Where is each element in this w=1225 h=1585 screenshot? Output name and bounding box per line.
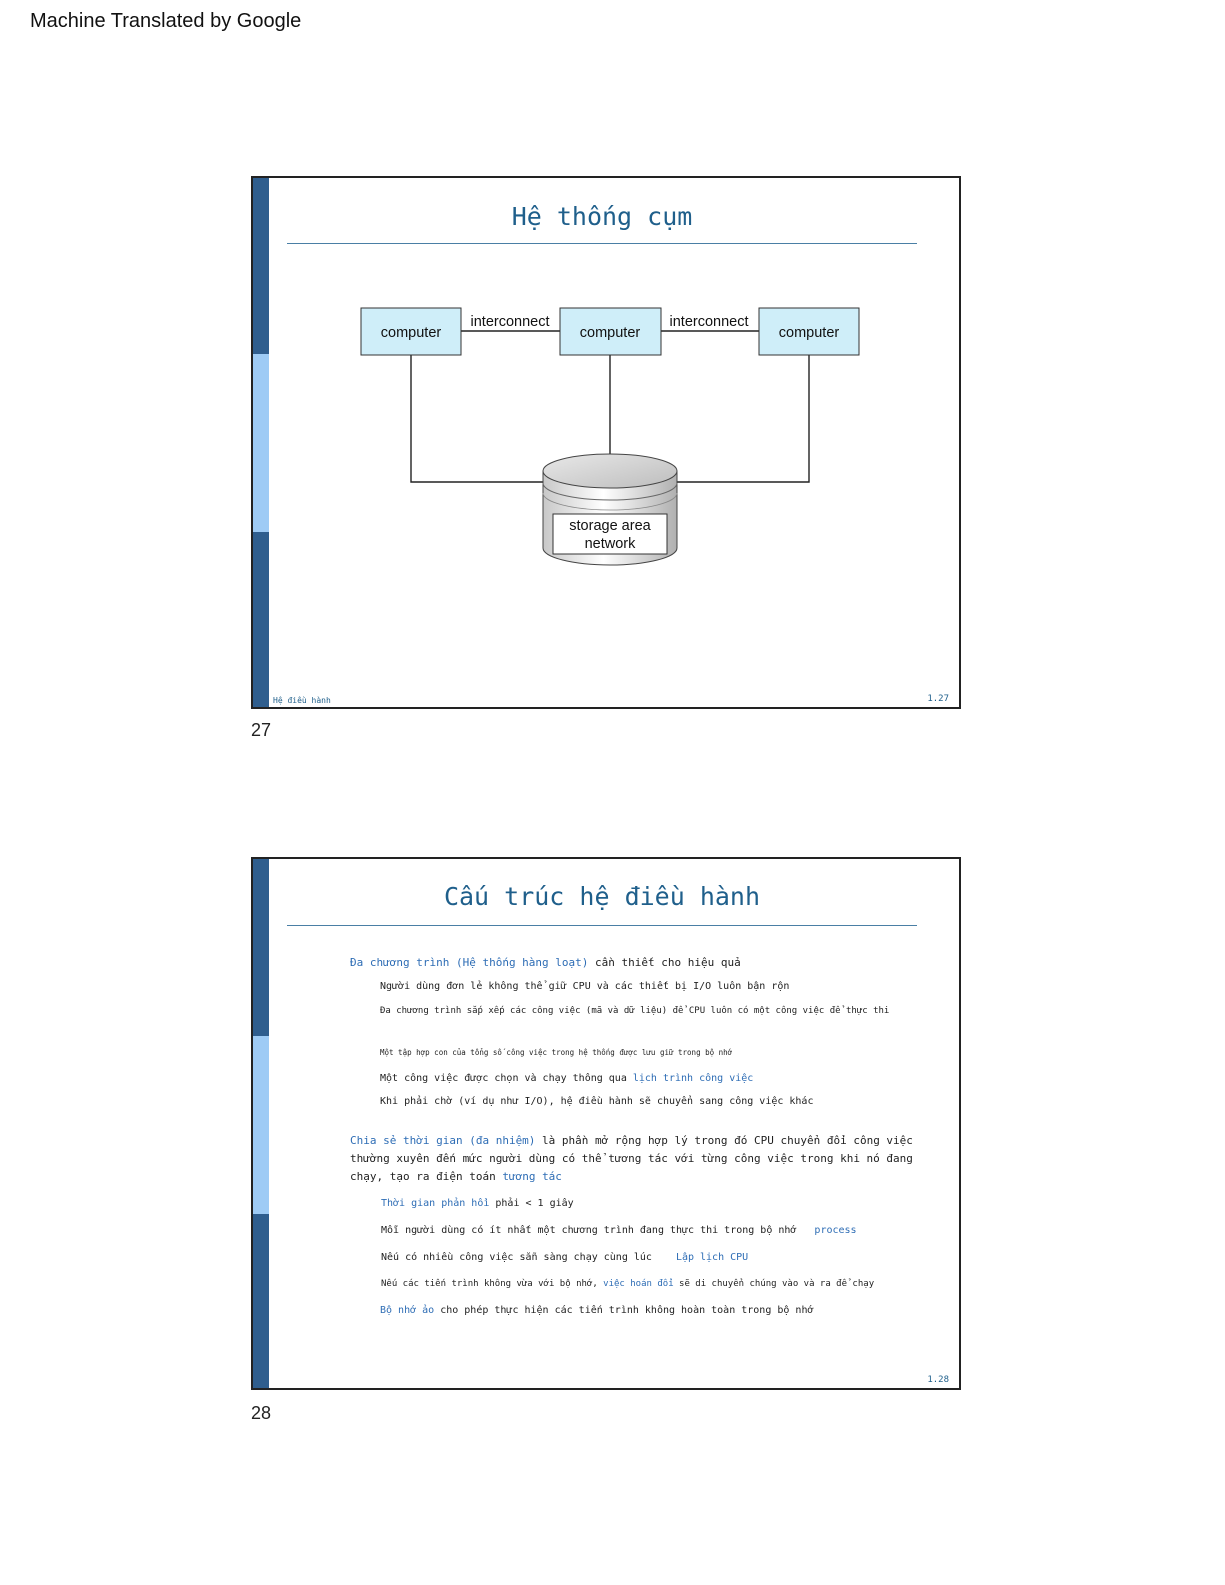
bullet-multiprogramming: Đa chương trình (Hệ thống hàng loạt) cần… — [350, 956, 741, 969]
interconnect-label: interconnect — [670, 314, 749, 330]
computer-node: computer — [360, 307, 462, 356]
sub-bullet: Khi phải chờ (ví dụ như I/O), hệ điều hà… — [380, 1096, 814, 1107]
sub-bullet: Thời gian phản hồi phải < 1 giây — [381, 1198, 574, 1209]
interconnect-label: interconnect — [471, 314, 550, 330]
page-number: 28 — [251, 1403, 272, 1423]
slide-28: Cấu trúc hệ điều hành Đa chương trình (H… — [251, 857, 961, 1390]
title-rule — [287, 243, 917, 244]
slide-title: Hệ thống cụm — [511, 202, 693, 231]
title-rule — [287, 925, 917, 926]
sub-bullet: Nếu các tiến trình không vừa với bộ nhớ,… — [381, 1279, 875, 1289]
slide-side-bar — [253, 859, 269, 1388]
storage-link-line — [410, 355, 545, 483]
sub-bullet: Người dùng đơn lẻ không thể giữ CPU và c… — [380, 981, 790, 992]
slide-number: 1.28 — [927, 1375, 949, 1385]
slide-side-bar — [253, 178, 269, 707]
cluster-diagram: computer computer computer interconnect … — [360, 307, 860, 566]
storage-label: network — [585, 536, 637, 552]
computer-label: computer — [779, 325, 840, 341]
computer-node: computer — [758, 307, 860, 356]
sub-bullet: Mỗi người dùng có ít nhất một chương trì… — [381, 1225, 857, 1236]
slide-number: 1.27 — [927, 694, 949, 704]
sub-bullet: Đa chương trình sắp xếp các công việc (m… — [380, 1006, 890, 1016]
sub-bullet: Một công việc được chọn và chạy thông qu… — [380, 1073, 754, 1084]
slide-27: Hệ thống cụm computer comput — [251, 176, 961, 709]
computer-label: computer — [580, 325, 641, 341]
storage-label: storage area — [569, 518, 651, 534]
storage-link-line — [677, 355, 810, 483]
slide-title: Cấu trúc hệ điều hành — [443, 882, 761, 911]
sub-bullet: Bộ nhớ ảo cho phép thực hiện các tiến tr… — [380, 1305, 814, 1316]
computer-node: computer — [559, 307, 662, 356]
computer-label: computer — [381, 325, 442, 341]
bullet-timesharing-line: thường xuyên đến mức người dùng có thể t… — [350, 1152, 913, 1165]
translation-banner: Machine Translated by Google — [30, 10, 302, 32]
bullet-timesharing-line: chạy, tạo ra điện toán tương tác — [350, 1170, 562, 1183]
sub-bullet: Một tập hợp con của tổng số công việc tr… — [380, 1048, 733, 1057]
bullet-timesharing: Chia sẻ thời gian (đa nhiệm) là phần mở … — [350, 1134, 913, 1147]
page-number: 27 — [251, 720, 272, 740]
slide-footer-left: Hệ điều hành — [273, 696, 331, 705]
sub-bullet: Nếu có nhiều công việc sẵn sàng chạy cùn… — [381, 1252, 749, 1263]
storage-cylinder: storage area network — [542, 453, 678, 566]
